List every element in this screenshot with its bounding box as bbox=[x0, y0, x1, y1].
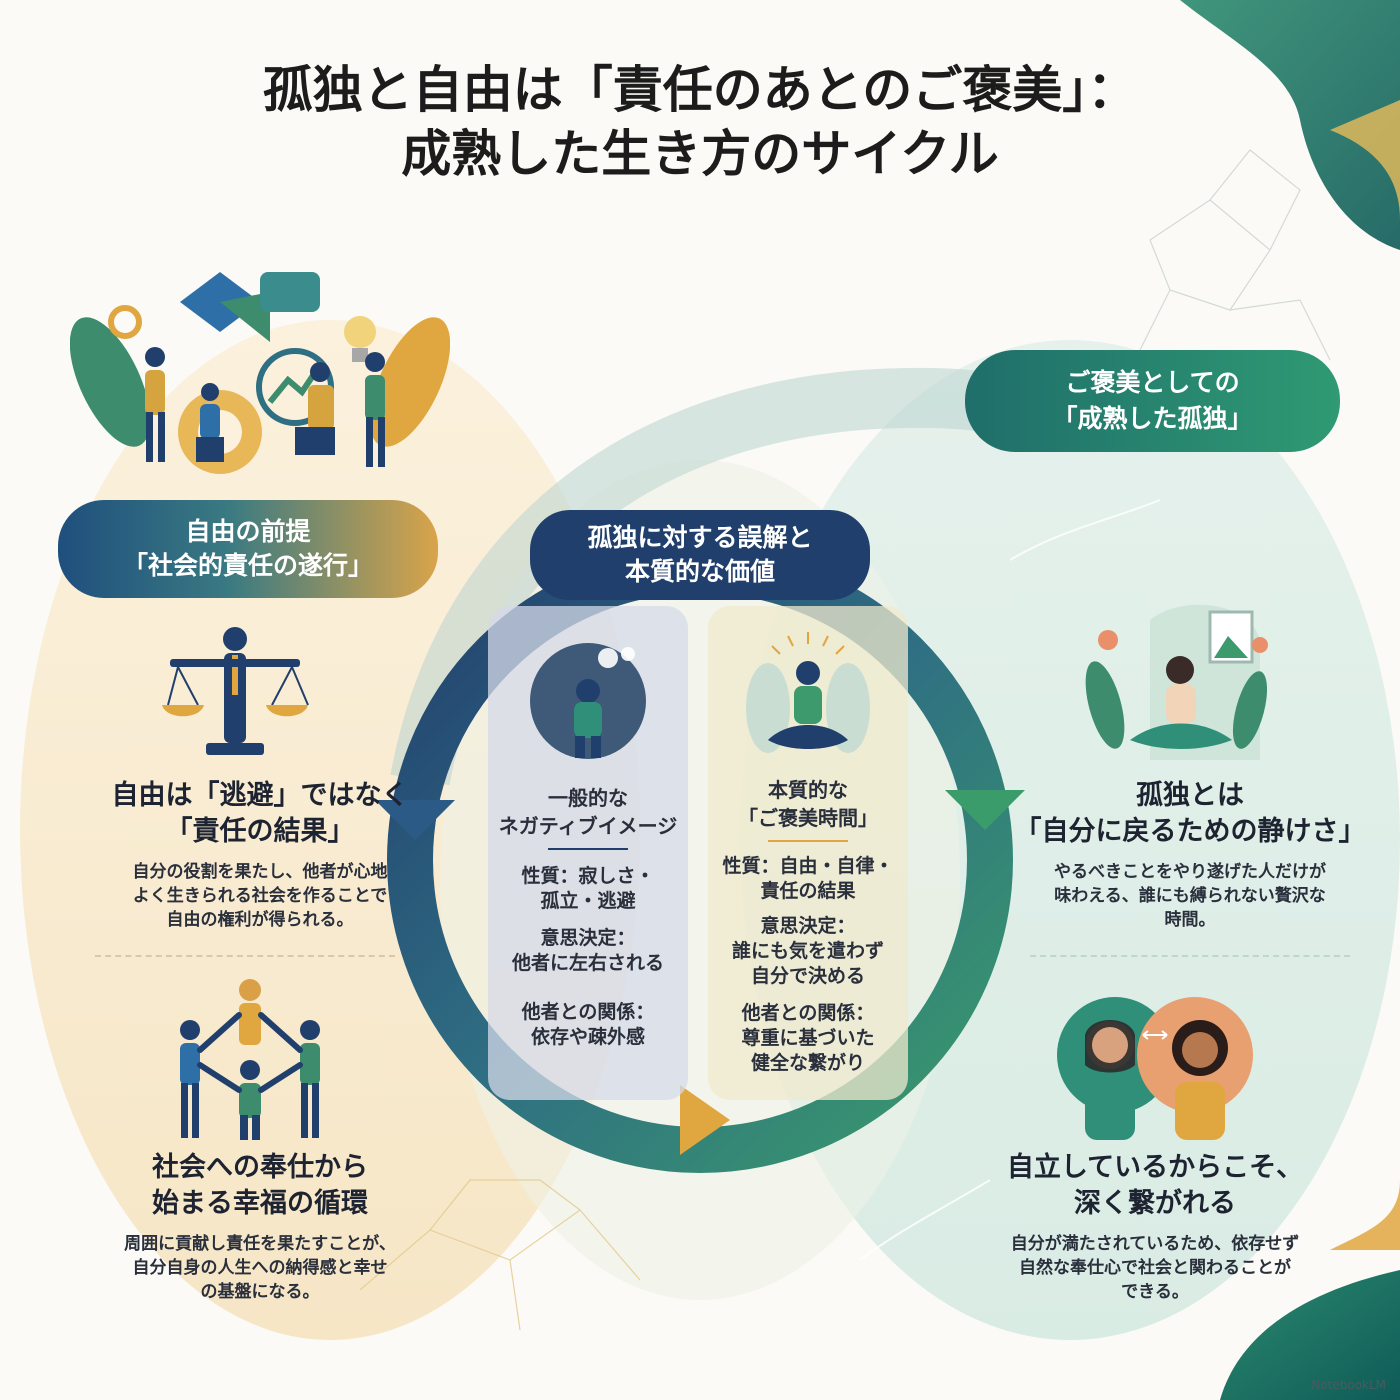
left-heading-2b: 始まる幸福の循環 bbox=[152, 1188, 368, 1219]
essential-title-2: 「ご褒美時間」 bbox=[738, 806, 878, 830]
left-divider bbox=[95, 955, 395, 957]
left-body-2-line-3: の基盤になる。 bbox=[200, 1282, 320, 1302]
essential-relation-3: 健全な繋がり bbox=[750, 1052, 865, 1074]
right-body-1-line-3: 時間。 bbox=[1164, 910, 1216, 930]
negative-title-1: 一般的な bbox=[548, 786, 628, 810]
teamwork-illustration bbox=[70, 272, 450, 474]
reward-pill-line-1: ご褒美としての bbox=[1065, 368, 1240, 397]
essential-decision-2: 誰にも気を遣わず bbox=[731, 940, 884, 962]
left-section-2: 社会への奉仕から 始まる幸福の循環 周囲に貢献し責任を果たすことが、 自分自身の… bbox=[60, 1150, 460, 1304]
left-heading-1a: 自由は「逃避」ではなく bbox=[111, 780, 409, 811]
premise-pill: 自由の前提 「社会的責任の遂行」 bbox=[58, 500, 438, 598]
people-circle-icon bbox=[180, 979, 320, 1140]
essential-separator bbox=[768, 840, 848, 842]
essential-nature-2: 責任の結果 bbox=[760, 880, 856, 902]
essential-title-1: 本質的な bbox=[768, 778, 848, 802]
left-heading-2a: 社会への奉仕から bbox=[152, 1152, 368, 1183]
two-people-icon bbox=[1057, 997, 1253, 1140]
negative-decision-1: 意思決定： bbox=[540, 927, 636, 949]
negative-image-panel: 一般的な ネガティブイメージ 性質：寂しさ・ 孤立・逃避 意思決定： 他者に左右… bbox=[488, 606, 688, 1100]
right-heading-1a: 孤独とは bbox=[1136, 780, 1244, 811]
title-line-2: 成熟した生き方のサイクル bbox=[401, 125, 999, 183]
right-heading-2a: 自立しているからこそ、 bbox=[1006, 1152, 1304, 1183]
negative-nature-1: 性質：寂しさ・ bbox=[521, 865, 655, 887]
misunderstanding-pill: 孤独に対する誤解と 本質的な価値 bbox=[530, 510, 870, 600]
right-heading-2b: 深く繋がれる bbox=[1074, 1188, 1236, 1219]
scales-icon bbox=[162, 627, 309, 755]
essential-nature-1: 性質：自由・自律・ bbox=[722, 855, 894, 877]
left-body-2-line-1: 周囲に貢献し責任を果たすことが、 bbox=[124, 1234, 396, 1254]
essential-value-panel: 本質的な 「ご褒美時間」 性質：自由・自律・ 責任の結果 意思決定： 誰にも気を… bbox=[708, 606, 908, 1100]
right-body-1-line-1: やるべきことをやり遂げた人だけが bbox=[1054, 862, 1326, 882]
right-heading-1b: 「自分に戻るための静けさ」 bbox=[1014, 816, 1366, 847]
page-title: 孤独と自由は「責任のあとのご褒美」： 成熟した生き方のサイクル bbox=[0, 58, 1400, 186]
essential-decision-1: 意思決定： bbox=[760, 915, 856, 937]
left-body-1-line-1: 自分の役割を果たし、他者が心地 bbox=[132, 862, 388, 882]
right-body-2-line-3: できる。 bbox=[1121, 1282, 1189, 1302]
right-divider bbox=[1030, 955, 1350, 957]
essential-relation-1: 他者との関係： bbox=[741, 1002, 875, 1024]
left-body-2-line-2: 自分自身の人生への納得感と幸せ bbox=[132, 1258, 388, 1278]
right-section-2: 自立しているからこそ、 深く繋がれる 自分が満たされているため、依存せず 自然な… bbox=[990, 1150, 1320, 1304]
negative-title-2: ネガティブイメージ bbox=[498, 814, 678, 838]
left-body-1-line-2: よく生きられる社会を作ることで bbox=[132, 886, 388, 906]
misunderstanding-pill-line-1: 孤独に対する誤解と bbox=[587, 523, 813, 552]
essential-relation-2: 尊重に基づいた bbox=[741, 1027, 875, 1049]
right-section-1: 孤独とは 「自分に戻るための静けさ」 やるべきことをやり遂げた人だけが 味わえる… bbox=[990, 778, 1390, 932]
title-line-1: 孤独と自由は「責任のあとのご褒美」： bbox=[262, 61, 1138, 119]
right-body-2-line-1: 自分が満たされているため、依存せず bbox=[1010, 1234, 1300, 1254]
meditation-icon bbox=[746, 632, 870, 753]
reward-pill-line-2: 「成熟した孤独」 bbox=[1052, 404, 1253, 433]
left-heading-1b: 「責任の結果」 bbox=[165, 816, 355, 847]
left-section-1: 自由は「逃避」ではなく 「責任の結果」 自分の役割を果たし、他者が心地 よく生き… bbox=[60, 778, 460, 932]
negative-separator bbox=[548, 848, 628, 850]
right-body-1-line-2: 味わえる、誰にも縛られない贅沢な bbox=[1054, 886, 1326, 906]
premise-pill-line-1: 自由の前提 bbox=[185, 517, 311, 546]
misunderstanding-pill-line-2: 本質的な価値 bbox=[624, 557, 775, 586]
negative-relation-2: 依存や疎外感 bbox=[530, 1026, 645, 1048]
right-body-2-line-2: 自然な奉仕心で社会と関わることが bbox=[1019, 1258, 1291, 1278]
sad-person-icon bbox=[530, 643, 646, 759]
reward-pill: ご褒美としての 「成熟した孤独」 bbox=[965, 350, 1340, 452]
premise-pill-line-2: 「社会的責任の遂行」 bbox=[122, 551, 373, 580]
negative-nature-2: 孤立・逃避 bbox=[540, 890, 636, 912]
negative-relation-1: 他者との関係： bbox=[521, 1001, 655, 1023]
negative-decision-2: 他者に左右される bbox=[511, 952, 664, 974]
essential-decision-3: 自分で決める bbox=[750, 965, 865, 987]
relaxing-woman-icon bbox=[1085, 604, 1268, 760]
brand-label: NotebookLM bbox=[1311, 1378, 1386, 1392]
left-body-1-line-3: 自由の権利が得られる。 bbox=[166, 910, 354, 930]
